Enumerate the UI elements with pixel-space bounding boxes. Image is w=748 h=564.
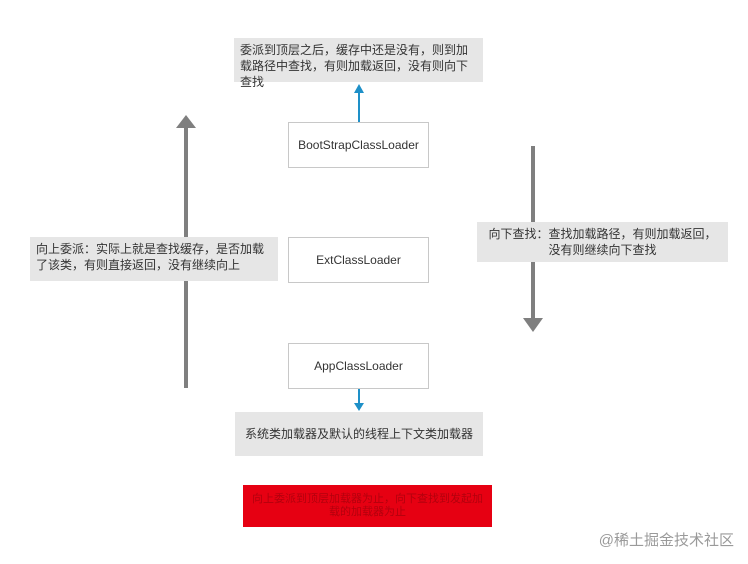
bootstrap-to-top-note-arrow [354,84,364,122]
app-to-bottom-note-arrow [354,389,364,411]
right-note: 向下查找：查找加载路径，有则加载返回，没有则继续向下查找 [477,222,728,262]
red-summary-box: 向上委派到顶层加载器为止，向下查找到发起加载的加载器为止 [243,485,492,527]
ext-classloader-label: ExtClassLoader [316,253,401,267]
bottom-note: 系统类加载器及默认的线程上下文类加载器 [235,412,483,456]
bootstrap-classloader-label: BootStrapClassLoader [298,138,419,152]
watermark: @稀土掘金技术社区 [598,532,734,549]
left-note: 向上委派：实际上就是查找缓存，是否加载了该类，有则直接返回，没有继续向上 [30,237,278,281]
app-classloader-label: AppClassLoader [314,359,403,373]
bootstrap-classloader-box: BootStrapClassLoader [288,122,429,168]
app-classloader-box: AppClassLoader [288,343,429,389]
top-note: 委派到顶层之后，缓存中还是没有，则到加载路径中查找，有则加载返回，没有则向下查找 [234,38,483,89]
ext-classloader-box: ExtClassLoader [288,237,429,283]
